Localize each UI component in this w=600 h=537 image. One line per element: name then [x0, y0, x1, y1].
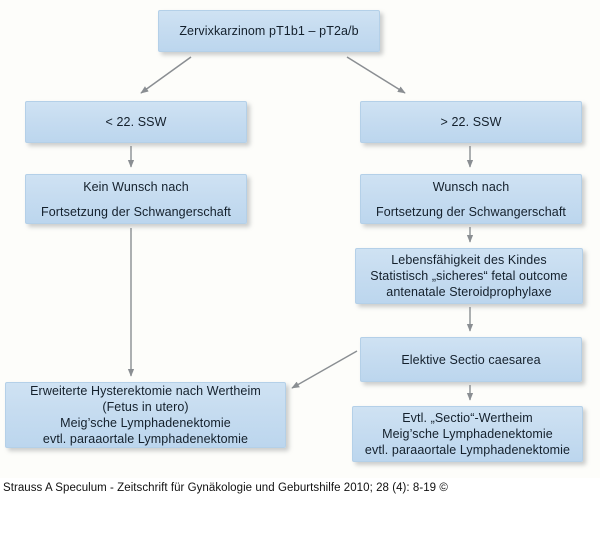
node-evtl-sectio-wertheim-line-1: Evtl. „Sectio“-Wertheim: [402, 411, 533, 425]
node-lt22-ssw-line-1: < 22. SSW: [105, 115, 167, 129]
node-fetal-viability-line-1: Lebensfähigkeit des Kindes: [391, 253, 547, 267]
node-gt22-ssw[interactable]: > 22. SSW: [360, 101, 582, 143]
node-evtl-sectio-wertheim-line-2: Meig’sche Lymphadenektomie: [382, 427, 553, 441]
edge-elective-sectio-to-wertheim: [291, 350, 358, 389]
source-caption: Strauss A Speculum - Zeitschrift für Gyn…: [3, 482, 448, 494]
node-wertheim-hysterectomy-line-1: Erweiterte Hysterektomie nach Wertheim: [30, 384, 261, 398]
node-wish-continuation[interactable]: Wunsch nach Fortsetzung der Schwangersch…: [360, 174, 582, 224]
node-diagnosis[interactable]: Zervixkarzinom pT1b1 – pT2a/b: [158, 10, 380, 52]
edge-diagnosis-to-gt22: [346, 56, 406, 94]
node-fetal-viability-line-2: Statistisch „sicheres“ fetal outcome: [370, 269, 568, 283]
node-wertheim-hysterectomy[interactable]: Erweiterte Hysterektomie nach Wertheim (…: [5, 382, 286, 448]
node-wertheim-hysterectomy-line-4: evtl. paraaortale Lymphadenektomie: [42, 432, 249, 446]
node-wertheim-hysterectomy-line-3: Meig’sche Lymphadenektomie: [60, 416, 231, 430]
diagram-canvas: Zervixkarzinom pT1b1 – pT2a/b < 22. SSW …: [5, 10, 583, 462]
node-wish-continuation-line-1: Wunsch nach: [432, 179, 510, 194]
node-elective-sectio-caesarea-line-1: Elektive Sectio caesarea: [401, 352, 541, 367]
edge-diagnosis-to-lt22: [140, 56, 192, 94]
node-elective-sectio-caesarea[interactable]: Elektive Sectio caesarea: [360, 337, 582, 382]
node-no-wish-continuation-line-2: Fortsetzung der Schwangerschaft: [40, 204, 231, 219]
node-wish-continuation-line-2: Fortsetzung der Schwangerschaft: [375, 204, 566, 219]
node-diagnosis-line-1: Zervixkarzinom pT1b1 – pT2a/b: [179, 24, 359, 38]
node-lt22-ssw[interactable]: < 22. SSW: [25, 101, 247, 143]
node-fetal-viability[interactable]: Lebensfähigkeit des Kindes Statistisch „…: [355, 248, 583, 304]
node-wertheim-hysterectomy-line-2: (Fetus in utero): [102, 400, 189, 414]
node-gt22-ssw-line-1: > 22. SSW: [440, 115, 502, 129]
node-no-wish-continuation[interactable]: Kein Wunsch nach Fortsetzung der Schwang…: [25, 174, 247, 224]
node-evtl-sectio-wertheim[interactable]: Evtl. „Sectio“-Wertheim Meig’sche Lympha…: [352, 406, 583, 462]
node-no-wish-continuation-line-1: Kein Wunsch nach: [83, 179, 189, 194]
node-fetal-viability-line-3: antenatale Steroidprophylaxe: [386, 285, 552, 299]
node-evtl-sectio-wertheim-line-3: evtl. paraaortale Lymphadenektomie: [364, 443, 571, 457]
